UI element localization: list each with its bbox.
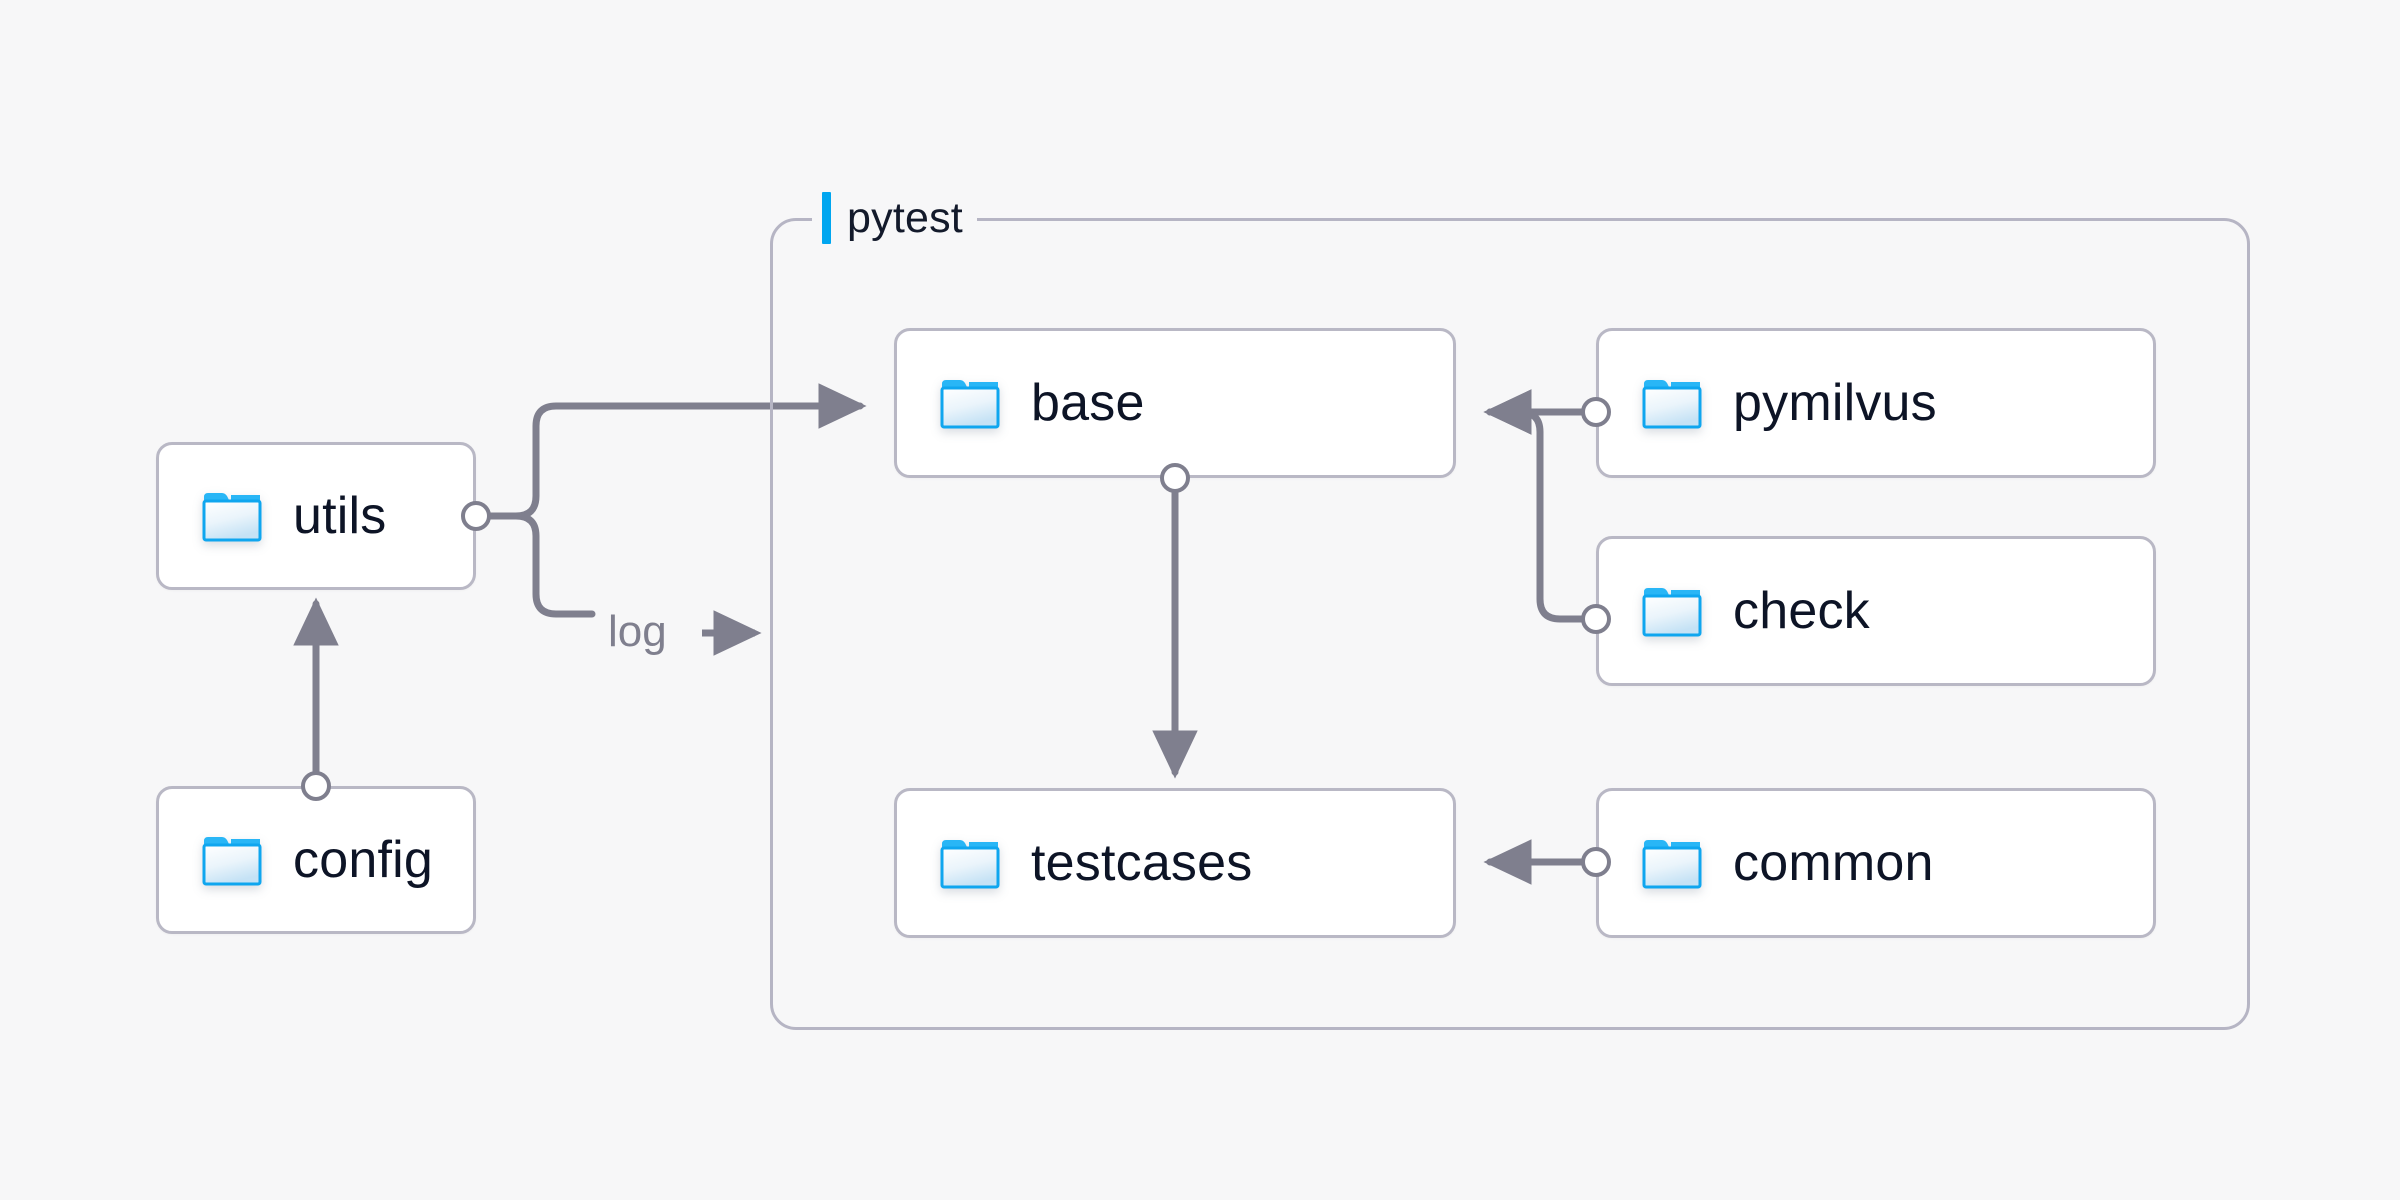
handle-common-left[interactable]	[1581, 847, 1611, 877]
node-label: base	[1031, 374, 1145, 432]
folder-icon	[1641, 376, 1703, 430]
handle-base-bottom[interactable]	[1160, 463, 1190, 493]
node-common[interactable]: common	[1596, 788, 2156, 938]
accent-bar-icon	[822, 192, 831, 244]
node-label: check	[1733, 582, 1870, 640]
handle-utils-right[interactable]	[461, 501, 491, 531]
handle-config-top[interactable]	[301, 771, 331, 801]
edge-label-log[interactable]: log	[600, 610, 675, 654]
node-label: config	[293, 831, 433, 889]
edge-utils-to-log	[487, 512, 596, 618]
node-utils[interactable]: utils	[156, 442, 476, 590]
group-title: pytest	[847, 193, 963, 242]
group-container-pytest[interactable]	[770, 218, 2250, 1030]
folder-icon	[939, 836, 1001, 890]
folder-icon	[939, 376, 1001, 430]
folder-icon	[201, 833, 263, 887]
folder-icon	[1641, 836, 1703, 890]
node-check[interactable]: check	[1596, 536, 2156, 686]
group-label-pytest: pytest	[812, 189, 977, 247]
node-label: testcases	[1031, 834, 1253, 892]
folder-icon	[1641, 584, 1703, 638]
node-config[interactable]: config	[156, 786, 476, 934]
node-label: common	[1733, 834, 1934, 892]
node-pymilvus[interactable]: pymilvus	[1596, 328, 2156, 478]
folder-icon	[201, 489, 263, 543]
handle-check-left[interactable]	[1581, 604, 1611, 634]
node-base[interactable]: base	[894, 328, 1456, 478]
node-label: utils	[293, 487, 387, 545]
handle-pymilvus-left[interactable]	[1581, 397, 1611, 427]
node-label: pymilvus	[1733, 374, 1937, 432]
node-testcases[interactable]: testcases	[894, 788, 1456, 938]
